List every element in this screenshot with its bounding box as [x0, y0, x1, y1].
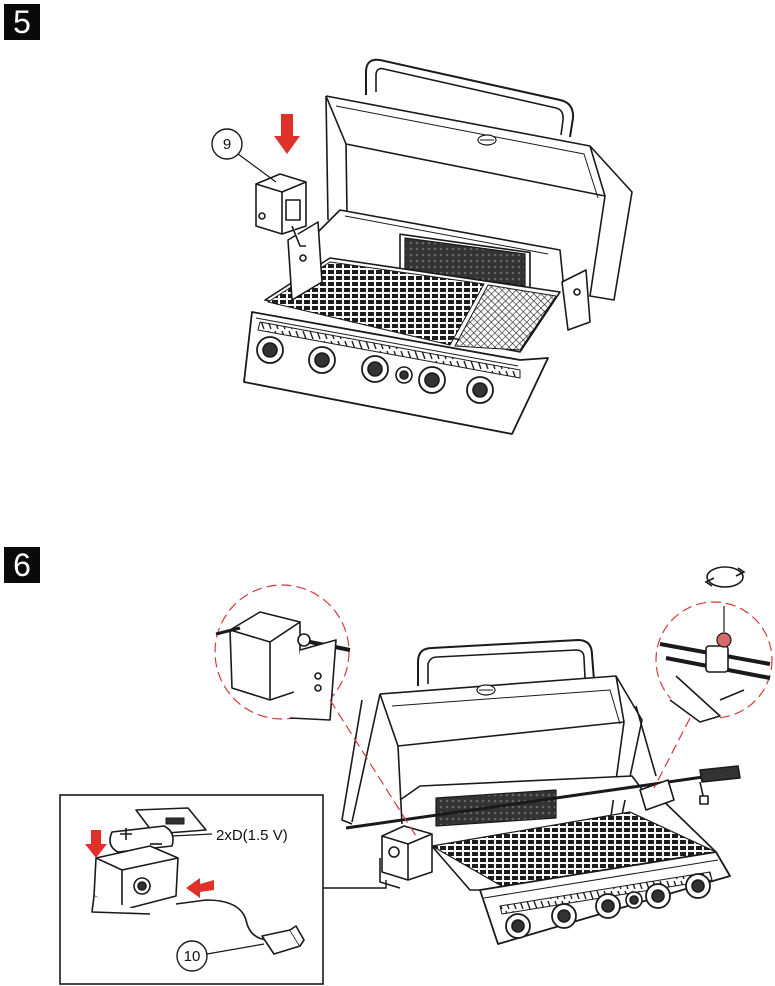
battery-inset: 2xD(1.5 V) 10	[60, 795, 386, 984]
detail-view-spit-lock	[654, 602, 772, 788]
callout-9-label: 9	[223, 136, 231, 153]
down-arrow-icon	[274, 114, 300, 154]
callout-10-label: 10	[184, 948, 201, 965]
brand-logo-icon	[478, 135, 496, 145]
grill-step-5	[244, 60, 632, 434]
brand-logo-icon	[477, 685, 495, 695]
lock-screw-knob	[717, 633, 731, 647]
battery-spec-label: 2xD(1.5 V)	[216, 827, 288, 844]
rotate-icon	[706, 567, 744, 587]
callout-9: 9	[212, 129, 276, 182]
